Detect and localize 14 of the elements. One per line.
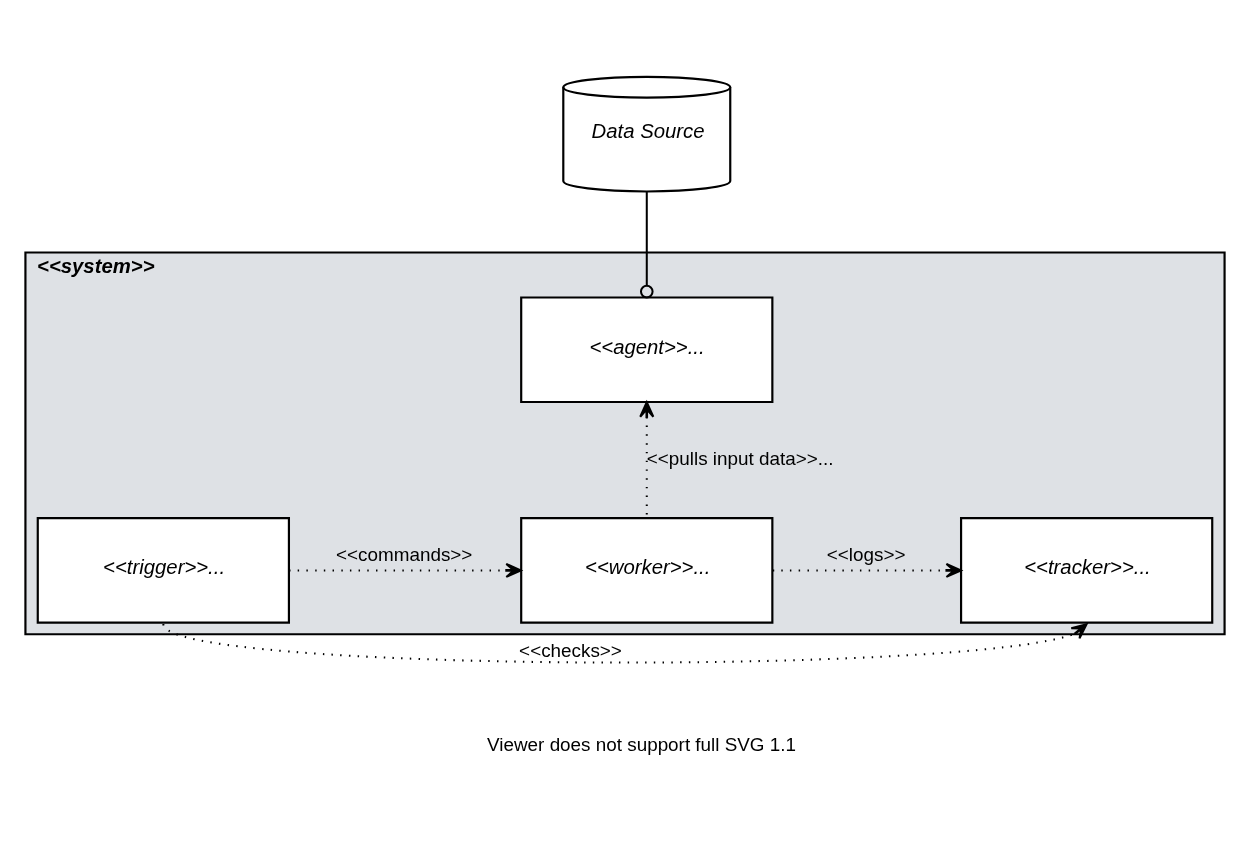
node-box: <<tracker>>...: [960, 516, 1214, 624]
edge-label: <<logs>>: [826, 543, 906, 565]
node-box: <<trigger>>...: [36, 516, 290, 624]
arrow: [639, 400, 655, 518]
edge-label: <<checks>>: [519, 639, 622, 661]
edge-label: <<pulls input data>>...: [646, 447, 834, 469]
arrow: [772, 562, 962, 578]
node-box: <<agent>>...: [520, 295, 774, 403]
node-box: <<worker>>...: [520, 516, 774, 624]
edge-label: <<commands>>: [336, 543, 473, 565]
connector: [639, 191, 654, 298]
arrow: [289, 562, 522, 578]
label: Viewer does not support full SVG 1.1: [487, 733, 797, 755]
arrow: [162, 622, 1088, 663]
